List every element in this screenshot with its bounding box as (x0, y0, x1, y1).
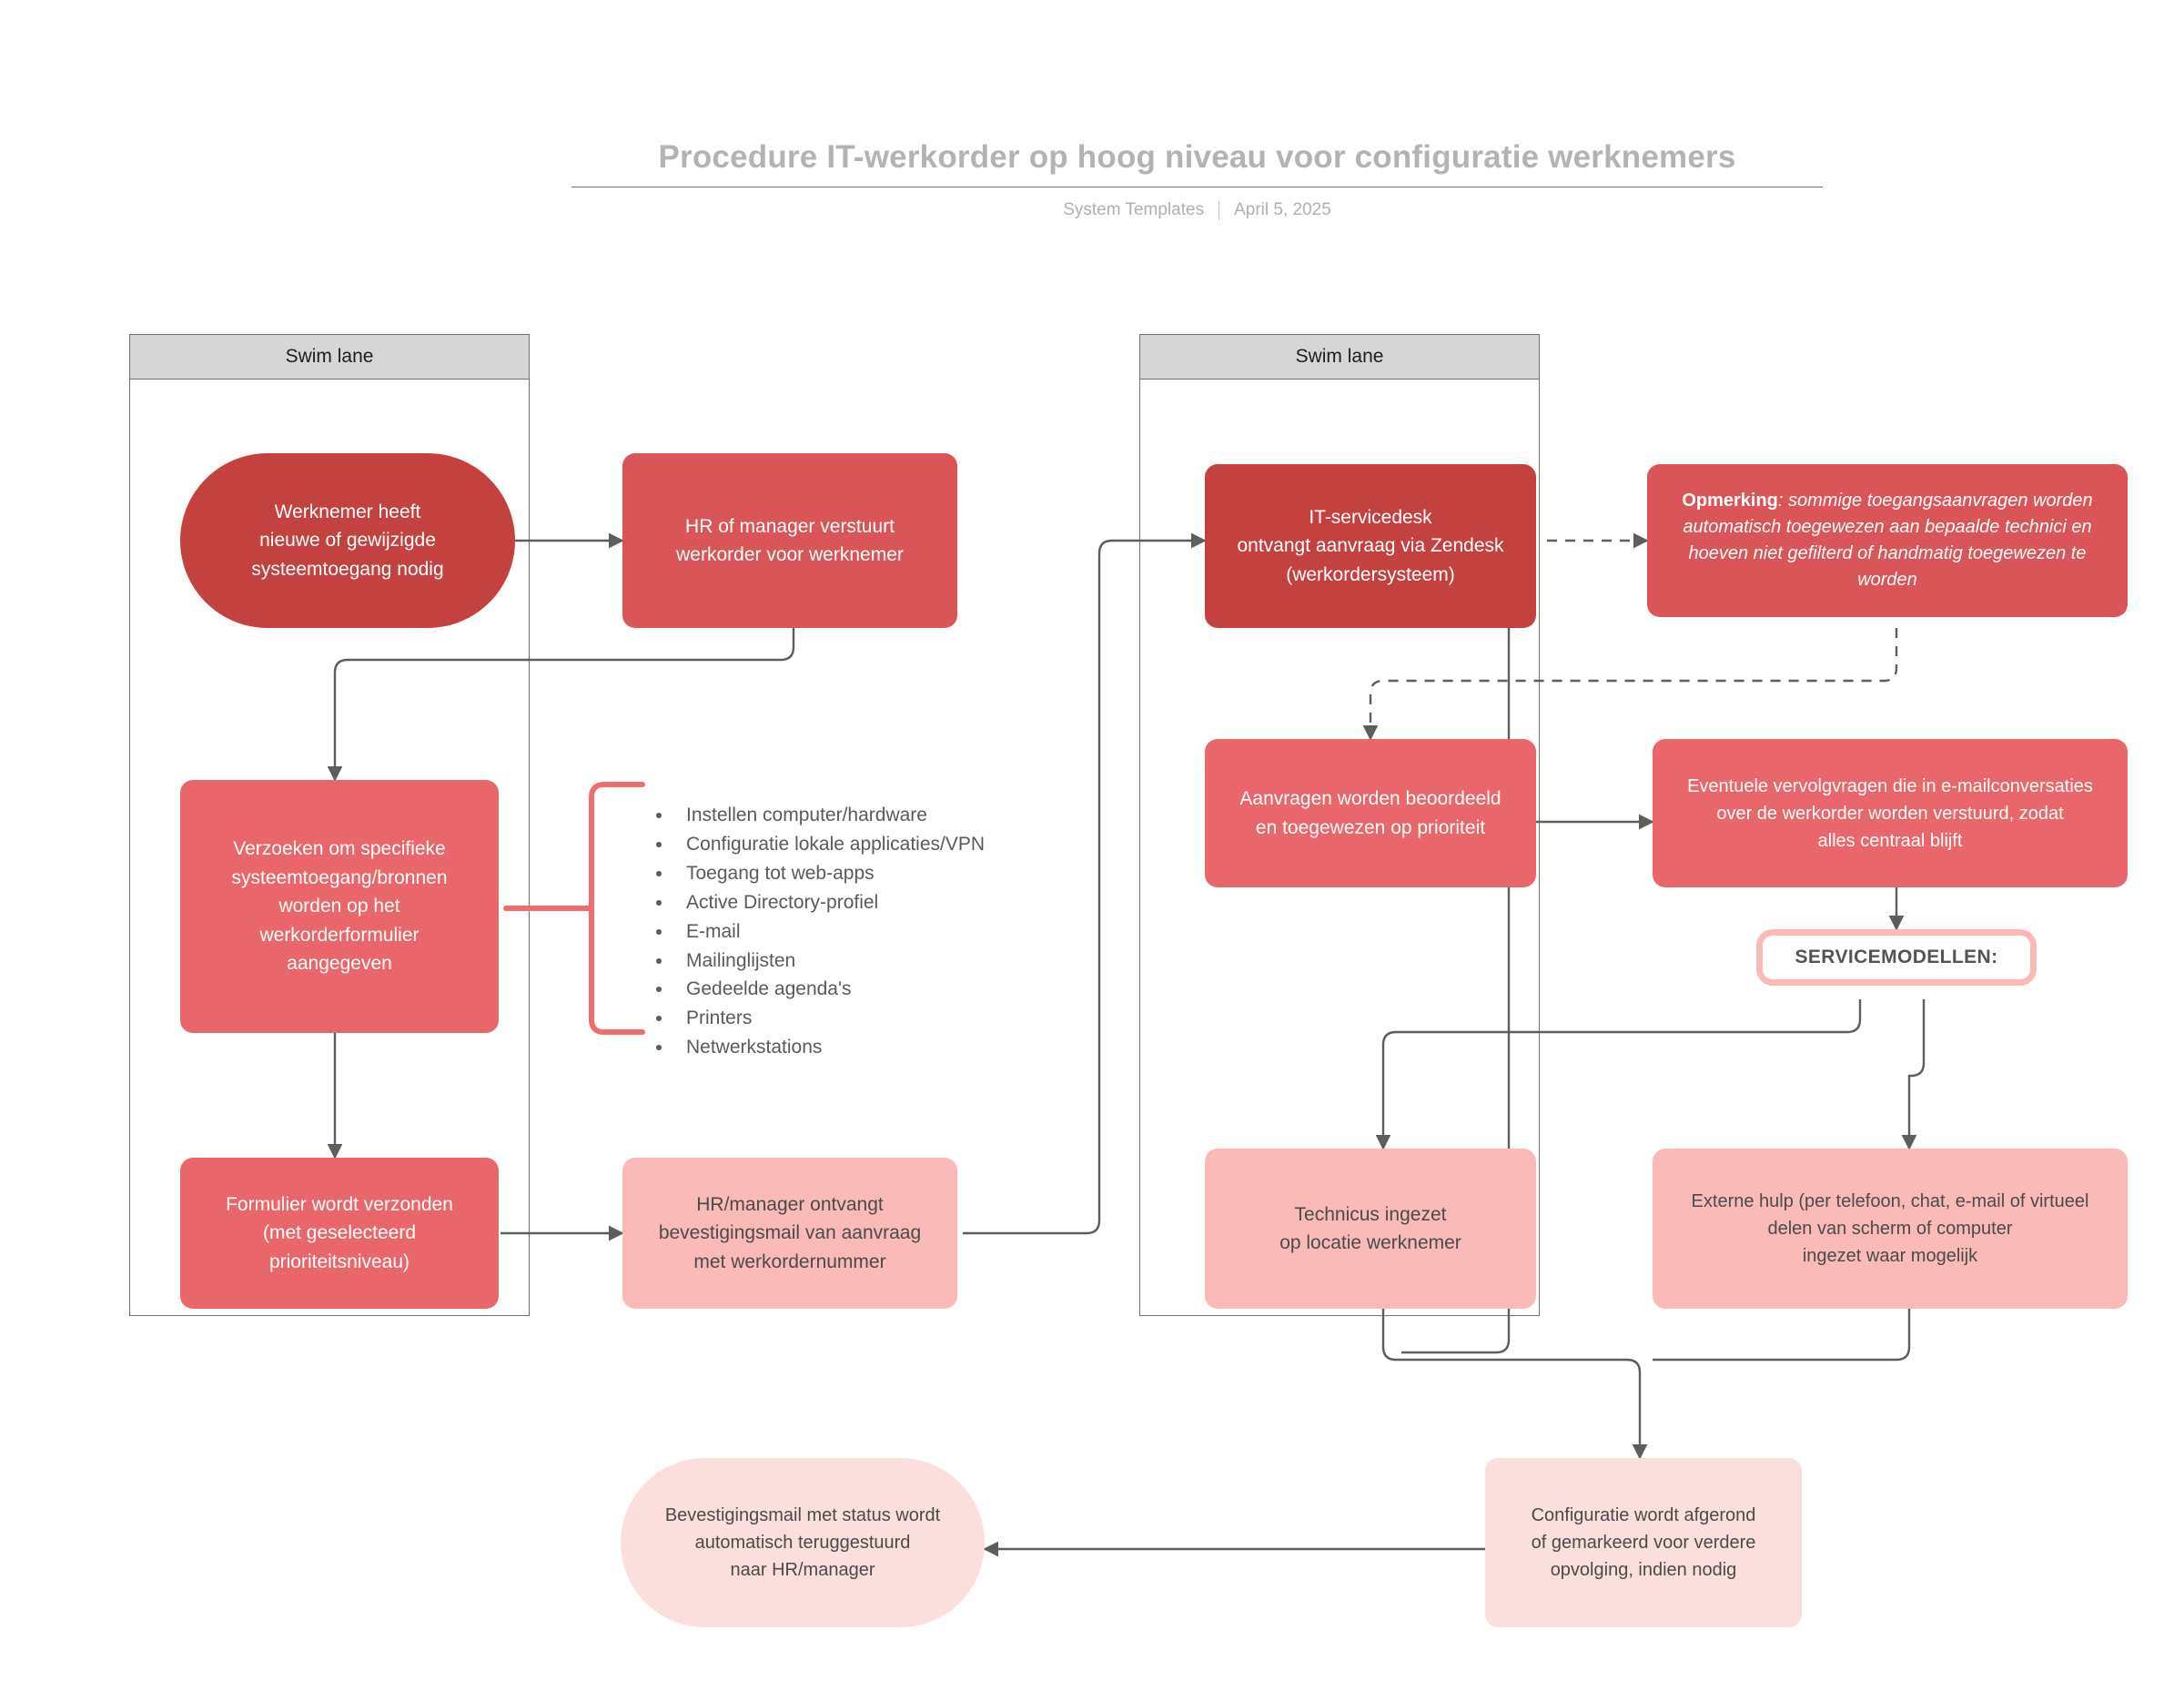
connector-servicemodels-to-remote (1901, 999, 1926, 1150)
connector-servicemodels-to-onsite (1375, 999, 1862, 1150)
page-title: Procedure IT-werkorder op hoog niveau vo… (571, 138, 1823, 187)
list-item: Instellen computer/hardware (673, 801, 1034, 830)
header-date: April 5, 2025 (1234, 200, 1331, 219)
list-item: Netwerkstations (673, 1033, 1034, 1062)
node-note-auto-assign[interactable]: Opmerking: sommige toegangsaanvragen wor… (1647, 464, 2128, 617)
resource-bullet-list: Instellen computer/hardware Configuratie… (642, 801, 1034, 1062)
chart-header: Procedure IT-werkorder op hoog niveau vo… (571, 138, 1823, 220)
connector-group-dashed (1362, 532, 1898, 741)
connector-servicedesk-spine (1401, 628, 1511, 1354)
list-item: Toegang tot web-apps (673, 859, 1034, 888)
list-item: E-mail (673, 917, 1034, 947)
node-remote-support[interactable]: Externe hulp (per telefoon, chat, e-mail… (1653, 1149, 2128, 1309)
connector-hr-to-requests (327, 628, 795, 782)
list-item: Printers (673, 1004, 1034, 1033)
node-form-submitted[interactable]: Formulier wordt verzonden(met geselectee… (180, 1158, 499, 1309)
swimlane-right-title: Swim lane (1140, 335, 1539, 380)
list-item: Active Directory-profiel (673, 888, 1034, 917)
node-followup-emails[interactable]: Eventuele vervolgvragen die in e-mailcon… (1653, 739, 2128, 887)
node-service-models[interactable]: SERVICEMODELLEN: (1756, 929, 2037, 986)
connector-hrreceives-to-servicedesk (963, 532, 1207, 1235)
node-note-body: : sommige toegangsaanvragen worden autom… (1683, 491, 2093, 590)
header-subtitle: System Templates April 5, 2025 (571, 200, 1823, 220)
header-separator (1218, 200, 1220, 220)
list-item: Gedeelde agenda's (673, 975, 1034, 1004)
node-followup-emails-label: Eventuele vervolgvragen die in e-mailcon… (1687, 775, 2093, 851)
node-remote-support-label: Externe hulp (per telefoon, chat, e-mail… (1691, 1191, 2089, 1266)
header-source: System Templates (1063, 200, 1205, 219)
connector-note-to-triage (1362, 628, 1898, 741)
node-service-models-label: SERVICEMODELLEN: (1795, 947, 1998, 967)
connector-group (327, 532, 1926, 1557)
node-form-submitted-label: Formulier wordt verzonden(met geselectee… (226, 1193, 453, 1272)
swimlane-left-title: Swim lane (130, 335, 529, 380)
connector-group-plain (1401, 628, 1911, 1362)
bullet-list-bracket (503, 782, 645, 1035)
node-note-label: Opmerking (1682, 491, 1778, 511)
bracket-outline (589, 782, 645, 1035)
resource-bullet-items: Instellen computer/hardware Configuratie… (642, 801, 1034, 1062)
list-item: Configuratie lokale applicaties/VPN (673, 830, 1034, 859)
connector-onsite-to-finish (1381, 1309, 1648, 1460)
connector-remote-to-finish (1653, 1309, 1911, 1362)
list-item: Mailinglijsten (673, 947, 1034, 976)
node-note-auto-assign-text: Opmerking: sommige toegangsaanvragen wor… (1663, 488, 2111, 593)
